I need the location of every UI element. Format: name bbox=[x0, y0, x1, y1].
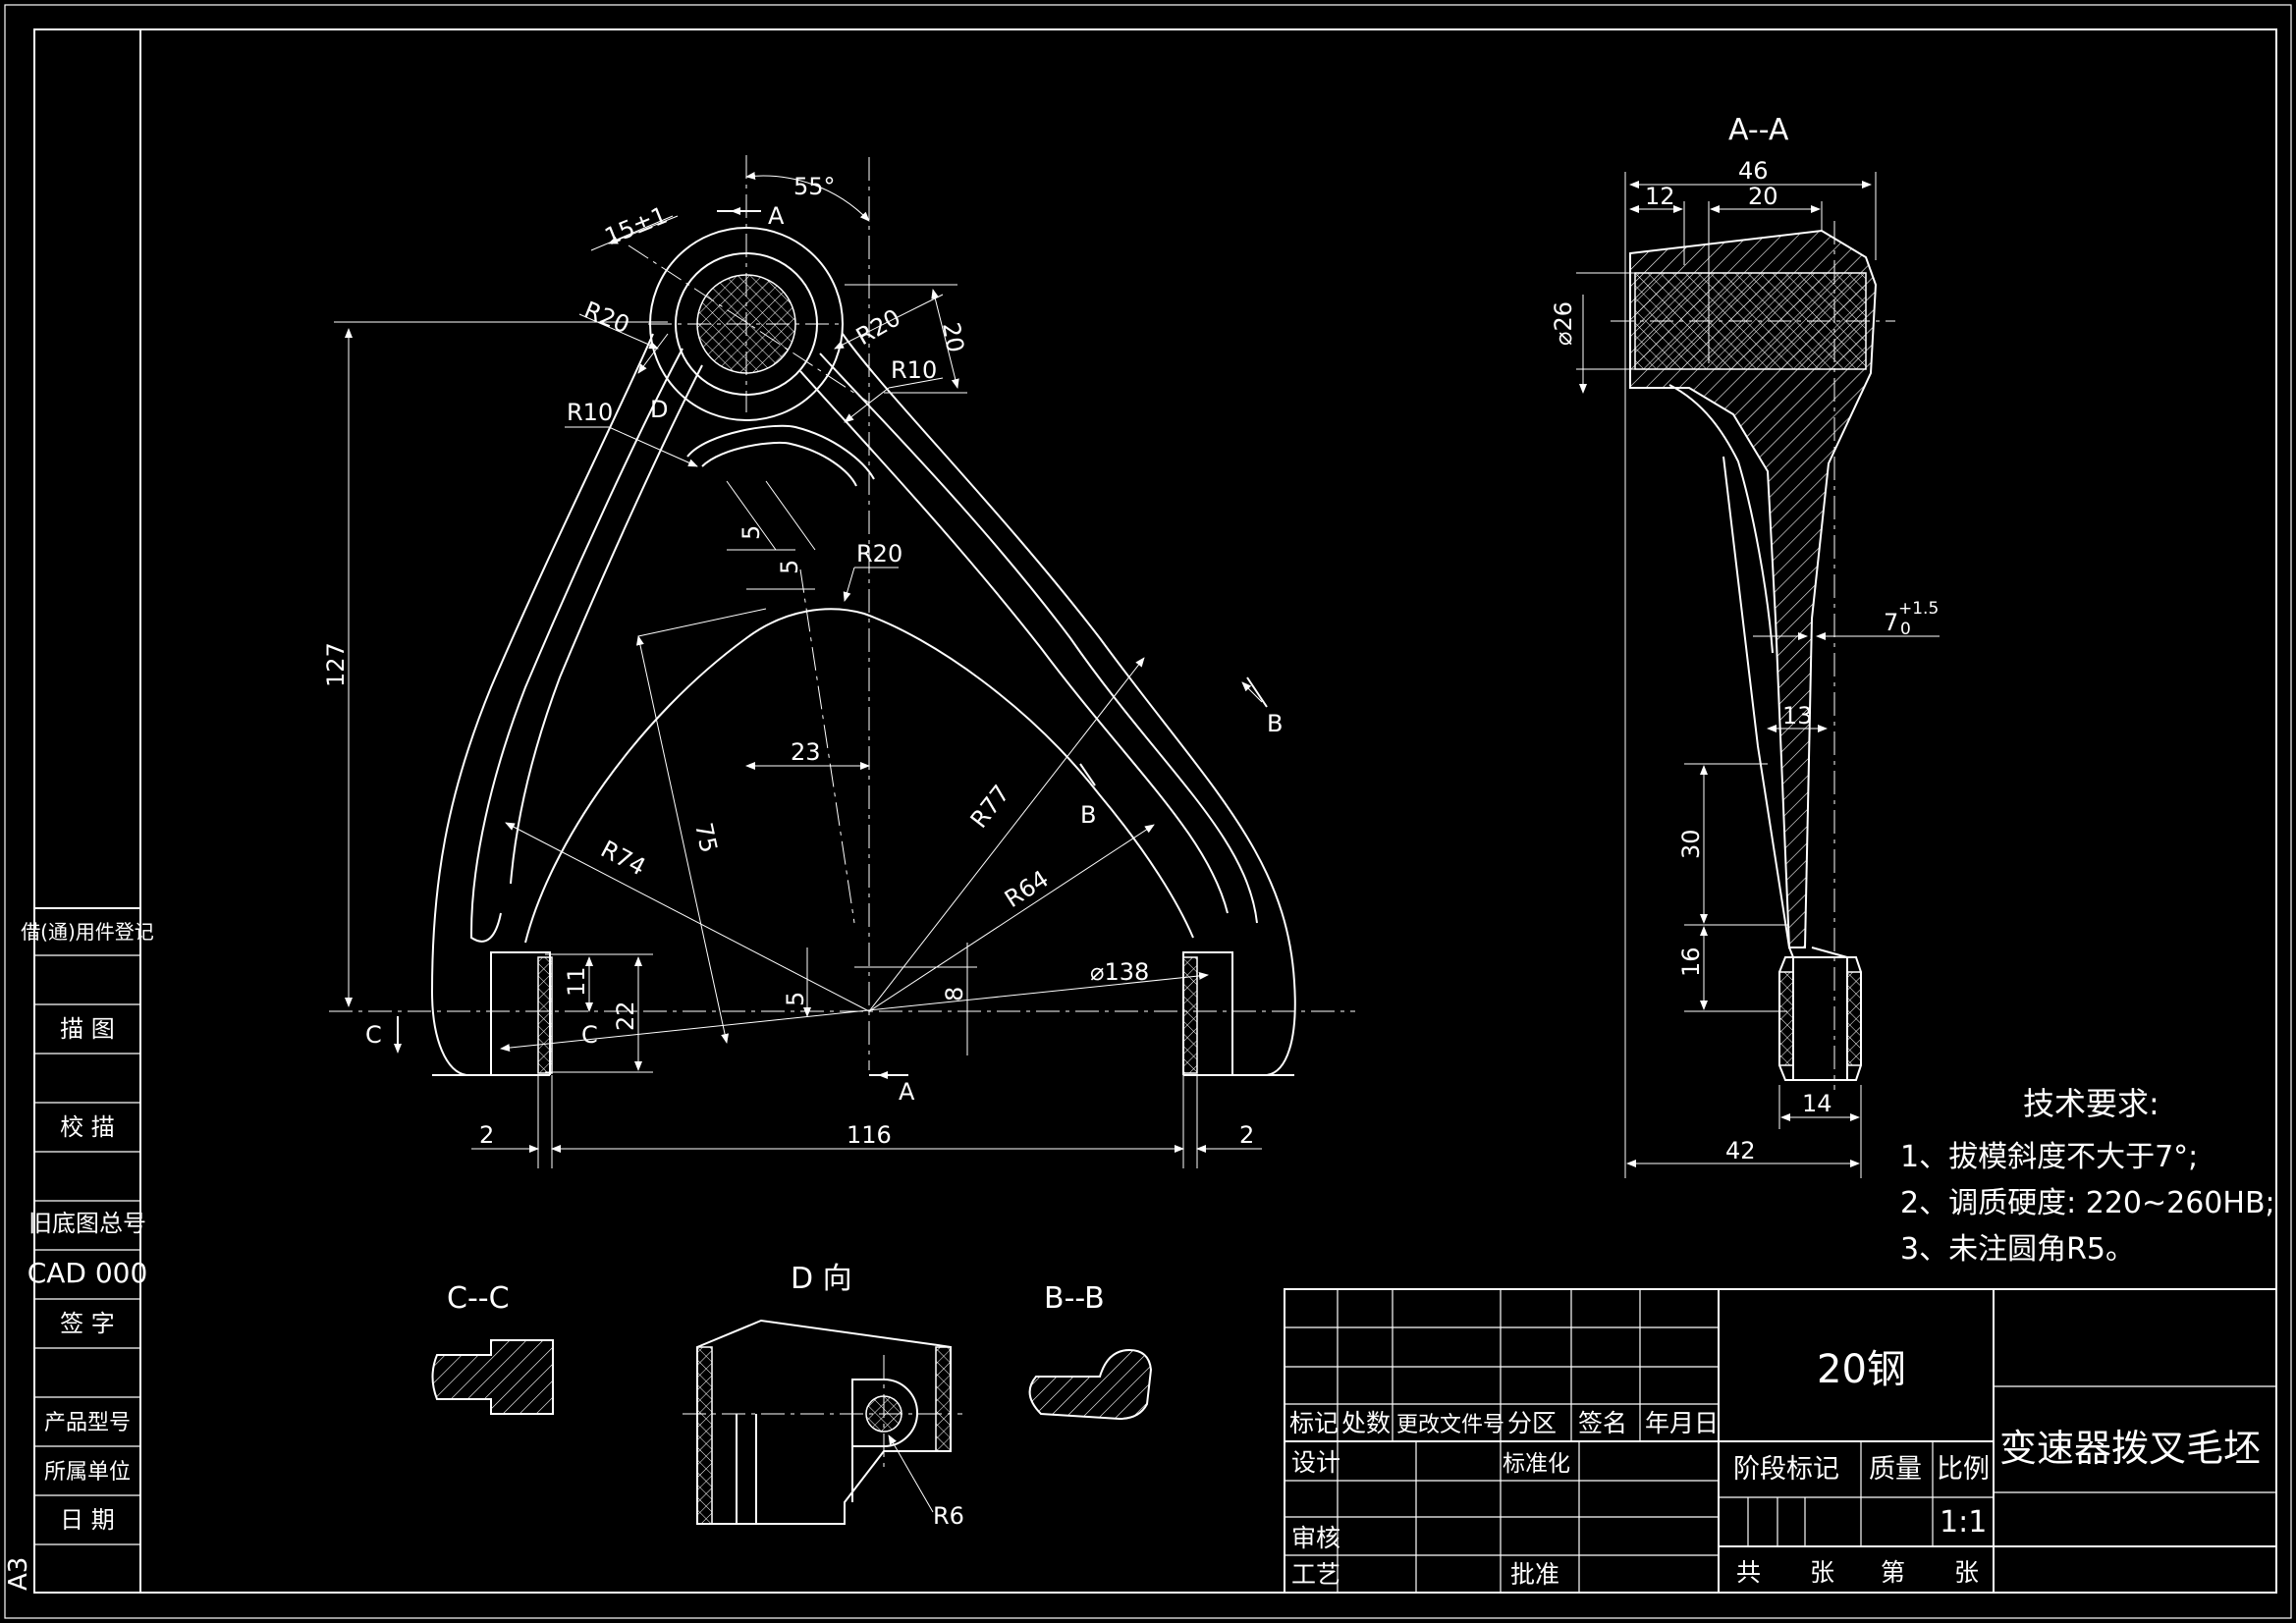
tb-page: 第 bbox=[1881, 1558, 1905, 1587]
strip-borrow-register: 借(通)用件登记 bbox=[21, 920, 154, 944]
dim-8: 8 bbox=[941, 987, 968, 1001]
strip-check-trace: 校 描 bbox=[60, 1113, 115, 1141]
tb-total: 共 bbox=[1736, 1558, 1761, 1587]
strip-product-model: 产品型号 bbox=[44, 1411, 131, 1435]
dim-23: 23 bbox=[791, 738, 821, 766]
label-d: D bbox=[650, 396, 668, 423]
tech-item-3: 3、未注圆角R5。 bbox=[1900, 1232, 2135, 1267]
dim-r64: R64 bbox=[1000, 865, 1054, 913]
dim-aa-phi26: ⌀26 bbox=[1550, 301, 1577, 346]
section-aa-view: A--A 46 12 20 ⌀26 bbox=[1550, 113, 1940, 1178]
section-bb-title: B--B bbox=[1044, 1281, 1105, 1316]
dim-aa-16: 16 bbox=[1677, 947, 1705, 977]
title-block: 标记 处数 更改文件号 分区 签名 年月日 设计 标准化 审核 工艺 批准 20… bbox=[1284, 1288, 2277, 1594]
dim-5-b: 5 bbox=[776, 560, 803, 574]
tb-drawing-name: 变速器拨叉毛坯 bbox=[1999, 1427, 2261, 1470]
tb-scale-label: 比例 bbox=[1937, 1454, 1990, 1485]
label-a-top: A bbox=[768, 202, 785, 230]
strip-trace: 描 图 bbox=[60, 1015, 115, 1043]
hub-inner-circle bbox=[675, 252, 818, 396]
tb-header-sign: 签名 bbox=[1578, 1409, 1627, 1437]
tb-approve: 批准 bbox=[1510, 1560, 1559, 1589]
tech-title: 技术要求: bbox=[2023, 1085, 2159, 1122]
tb-header-mark: 标记 bbox=[1289, 1409, 1339, 1437]
dim-aa-taper-sub: 0 bbox=[1900, 620, 1911, 639]
tb-review: 审核 bbox=[1291, 1524, 1340, 1552]
main-view: D A A B B C C 55° 15±1 R20 R20 bbox=[322, 155, 1355, 1168]
strip-unit: 所属单位 bbox=[44, 1460, 131, 1485]
dim-15: 15±1 bbox=[601, 201, 672, 251]
left-strip-table: 借(通)用件登记 描 图 校 描 旧底图总号 CAD 000 签 字 产品型号 … bbox=[21, 907, 154, 1594]
dim-phi138: ⌀138 bbox=[1090, 958, 1149, 986]
section-cc-title: C--C bbox=[447, 1281, 510, 1316]
dim-aa-42: 42 bbox=[1725, 1137, 1756, 1164]
tb-process: 工艺 bbox=[1291, 1560, 1340, 1589]
label-b-right: B bbox=[1267, 710, 1283, 737]
tech-item-1: 1、拔模斜度不大于7°; bbox=[1900, 1140, 2198, 1174]
dim-aa-14: 14 bbox=[1802, 1090, 1832, 1117]
label-a-bottom: A bbox=[899, 1078, 915, 1106]
dim-aa-13: 13 bbox=[1782, 702, 1813, 730]
hub-bore-section bbox=[696, 274, 796, 374]
dim-r10-right: R10 bbox=[891, 356, 937, 384]
d-view-title: D 向 bbox=[791, 1262, 852, 1296]
tb-sheet: 张 bbox=[1954, 1558, 1979, 1587]
dim-116: 116 bbox=[847, 1121, 892, 1149]
tb-header-zone: 分区 bbox=[1507, 1409, 1557, 1437]
dim-aa-taper: 7 bbox=[1884, 609, 1898, 636]
section-cc-view: C--C bbox=[431, 1281, 554, 1415]
section-bb-view: B--B bbox=[1028, 1281, 1153, 1421]
tb-header-date: 年月日 bbox=[1645, 1409, 1719, 1437]
tb-header-doc: 更改文件号 bbox=[1396, 1413, 1504, 1437]
strip-cad-number: CAD 000 bbox=[27, 1257, 148, 1289]
dim-r20-mid: R20 bbox=[856, 540, 902, 568]
tb-mass: 质量 bbox=[1869, 1454, 1922, 1485]
dim-5-a: 5 bbox=[738, 525, 765, 540]
dim-r20-left: R20 bbox=[580, 297, 633, 340]
dim-aa-20: 20 bbox=[1748, 183, 1778, 210]
tb-standardize: 标准化 bbox=[1503, 1451, 1570, 1477]
dim-r10-left: R10 bbox=[567, 399, 613, 426]
tb-scale-value: 1:1 bbox=[1940, 1505, 1987, 1540]
tb-design: 设计 bbox=[1291, 1448, 1340, 1477]
section-aa-title: A--A bbox=[1728, 113, 1789, 147]
dim-2-left: 2 bbox=[479, 1121, 494, 1149]
dim-aa-12: 12 bbox=[1645, 183, 1675, 210]
strip-signature: 签 字 bbox=[60, 1310, 115, 1337]
tech-requirements: 技术要求: 1、拔模斜度不大于7°; 2、调质硬度: 220~260HB; 3、… bbox=[1900, 1085, 2275, 1267]
tb-sheets: 张 bbox=[1810, 1558, 1834, 1587]
dim-20: 20 bbox=[937, 320, 969, 354]
dim-r20-right: R20 bbox=[851, 303, 905, 351]
dim-r6: R6 bbox=[933, 1502, 964, 1530]
tb-material: 20钢 bbox=[1817, 1347, 1906, 1392]
dim-angle-55: 55° bbox=[793, 173, 836, 200]
dim-aa-taper-sup: +1.5 bbox=[1898, 599, 1939, 619]
tb-header-count: 处数 bbox=[1341, 1409, 1391, 1437]
d-direction-view: D 向 R6 bbox=[683, 1262, 964, 1530]
tb-stage-mark: 阶段标记 bbox=[1733, 1454, 1839, 1485]
outer-border bbox=[4, 4, 2292, 1619]
tech-item-2: 2、调质硬度: 220~260HB; bbox=[1900, 1186, 2275, 1220]
hub-outer-circle bbox=[649, 227, 844, 421]
strip-old-base-number: 旧底图总号 bbox=[28, 1210, 146, 1237]
label-b-mid: B bbox=[1080, 801, 1096, 829]
inner-border bbox=[33, 28, 2277, 1594]
label-c-left: C bbox=[365, 1021, 382, 1049]
dim-r77: R77 bbox=[965, 780, 1015, 833]
dim-aa-30: 30 bbox=[1677, 829, 1705, 859]
label-c-mid: C bbox=[581, 1021, 598, 1049]
dim-127: 127 bbox=[322, 642, 350, 687]
dim-22: 22 bbox=[612, 1001, 639, 1031]
dim-75: 75 bbox=[689, 820, 723, 855]
dim-11: 11 bbox=[563, 966, 590, 997]
strip-date: 日 期 bbox=[60, 1506, 115, 1534]
sheet-size-mark: A3 bbox=[4, 1557, 33, 1591]
dim-5-c: 5 bbox=[782, 992, 809, 1006]
dim-2-right: 2 bbox=[1239, 1121, 1254, 1149]
dim-aa-46: 46 bbox=[1738, 157, 1769, 185]
